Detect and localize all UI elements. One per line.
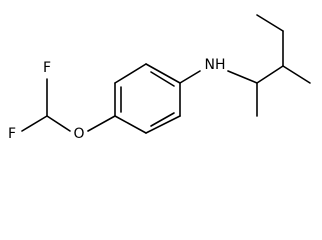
ring-double-bond-2 [150,112,175,127]
benzene-ring [114,63,181,134]
molecule-drawing: O F F NH [8,14,311,142]
oxygen-label: O [73,126,84,142]
amine-label: NH [205,57,226,73]
amine-side-chain: NH [179,14,311,117]
nitrogen-to-c2-bond [227,70,258,84]
ring-bond-4 [114,115,147,134]
ring-bond-6 [114,63,147,84]
oxygen-to-carbon-bond [46,115,71,132]
fluorine-top-label: F [43,60,51,76]
ring-to-nitrogen-bond [179,70,201,84]
ring-bond-3 [145,115,181,134]
ring-to-oxygen-bond [87,115,116,132]
ring-double-bond-1 [150,71,175,87]
fluorine-bottom-label: F [8,126,16,142]
structure-diagram: O F F NH [8,14,311,142]
c2-to-c3-bond [256,65,284,84]
difluoromethoxy-group: O F F [8,60,116,142]
c3-to-methyl-bond [282,65,311,84]
ring-bond-1 [145,63,181,84]
c4-to-c5-bond [256,14,284,32]
carbon-to-f-bottom-bond [21,115,48,132]
